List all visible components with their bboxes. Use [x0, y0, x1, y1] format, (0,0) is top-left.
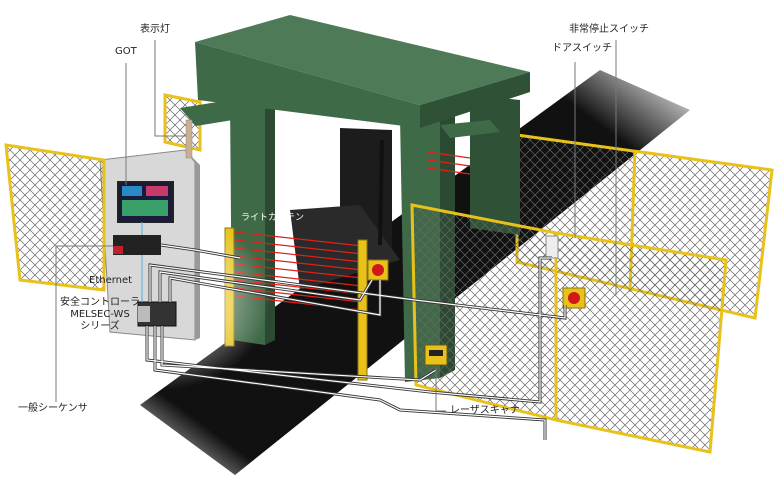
indicator-light [185, 119, 193, 159]
label-safety-controller-line1: 安全コントローラ [60, 297, 140, 308]
label-ethernet: Ethernet [89, 275, 133, 286]
label-general-plc: 一般シーケンサ [18, 403, 88, 414]
fence-door [410, 203, 728, 454]
emergency-stop-button-1 [367, 259, 389, 281]
emergency-stop-button-2 [562, 287, 586, 309]
label-safety-controller-line3: シリーズ [80, 321, 120, 332]
label-got: GOT [115, 46, 137, 57]
label-safety-controller: 安全コントローラ MELSEC-WS シリーズ [60, 297, 140, 333]
label-emergency-stop: 非常停止スイッチ [569, 24, 649, 35]
leader-lines [55, 40, 617, 412]
label-light-curtain: ライトカーテン [241, 213, 305, 223]
fence-left [4, 143, 106, 292]
wiring [145, 243, 567, 440]
label-safety-controller-line2: MELSEC-WS [70, 309, 130, 320]
label-door-switch: ドアスイッチ [552, 43, 612, 54]
plc-unit [113, 235, 161, 255]
laser-scanner [424, 344, 448, 366]
label-indicator-light: 表示灯 [140, 24, 170, 35]
door-switch [545, 235, 559, 259]
label-laser-scanner: レーザスキャナ [450, 405, 520, 416]
